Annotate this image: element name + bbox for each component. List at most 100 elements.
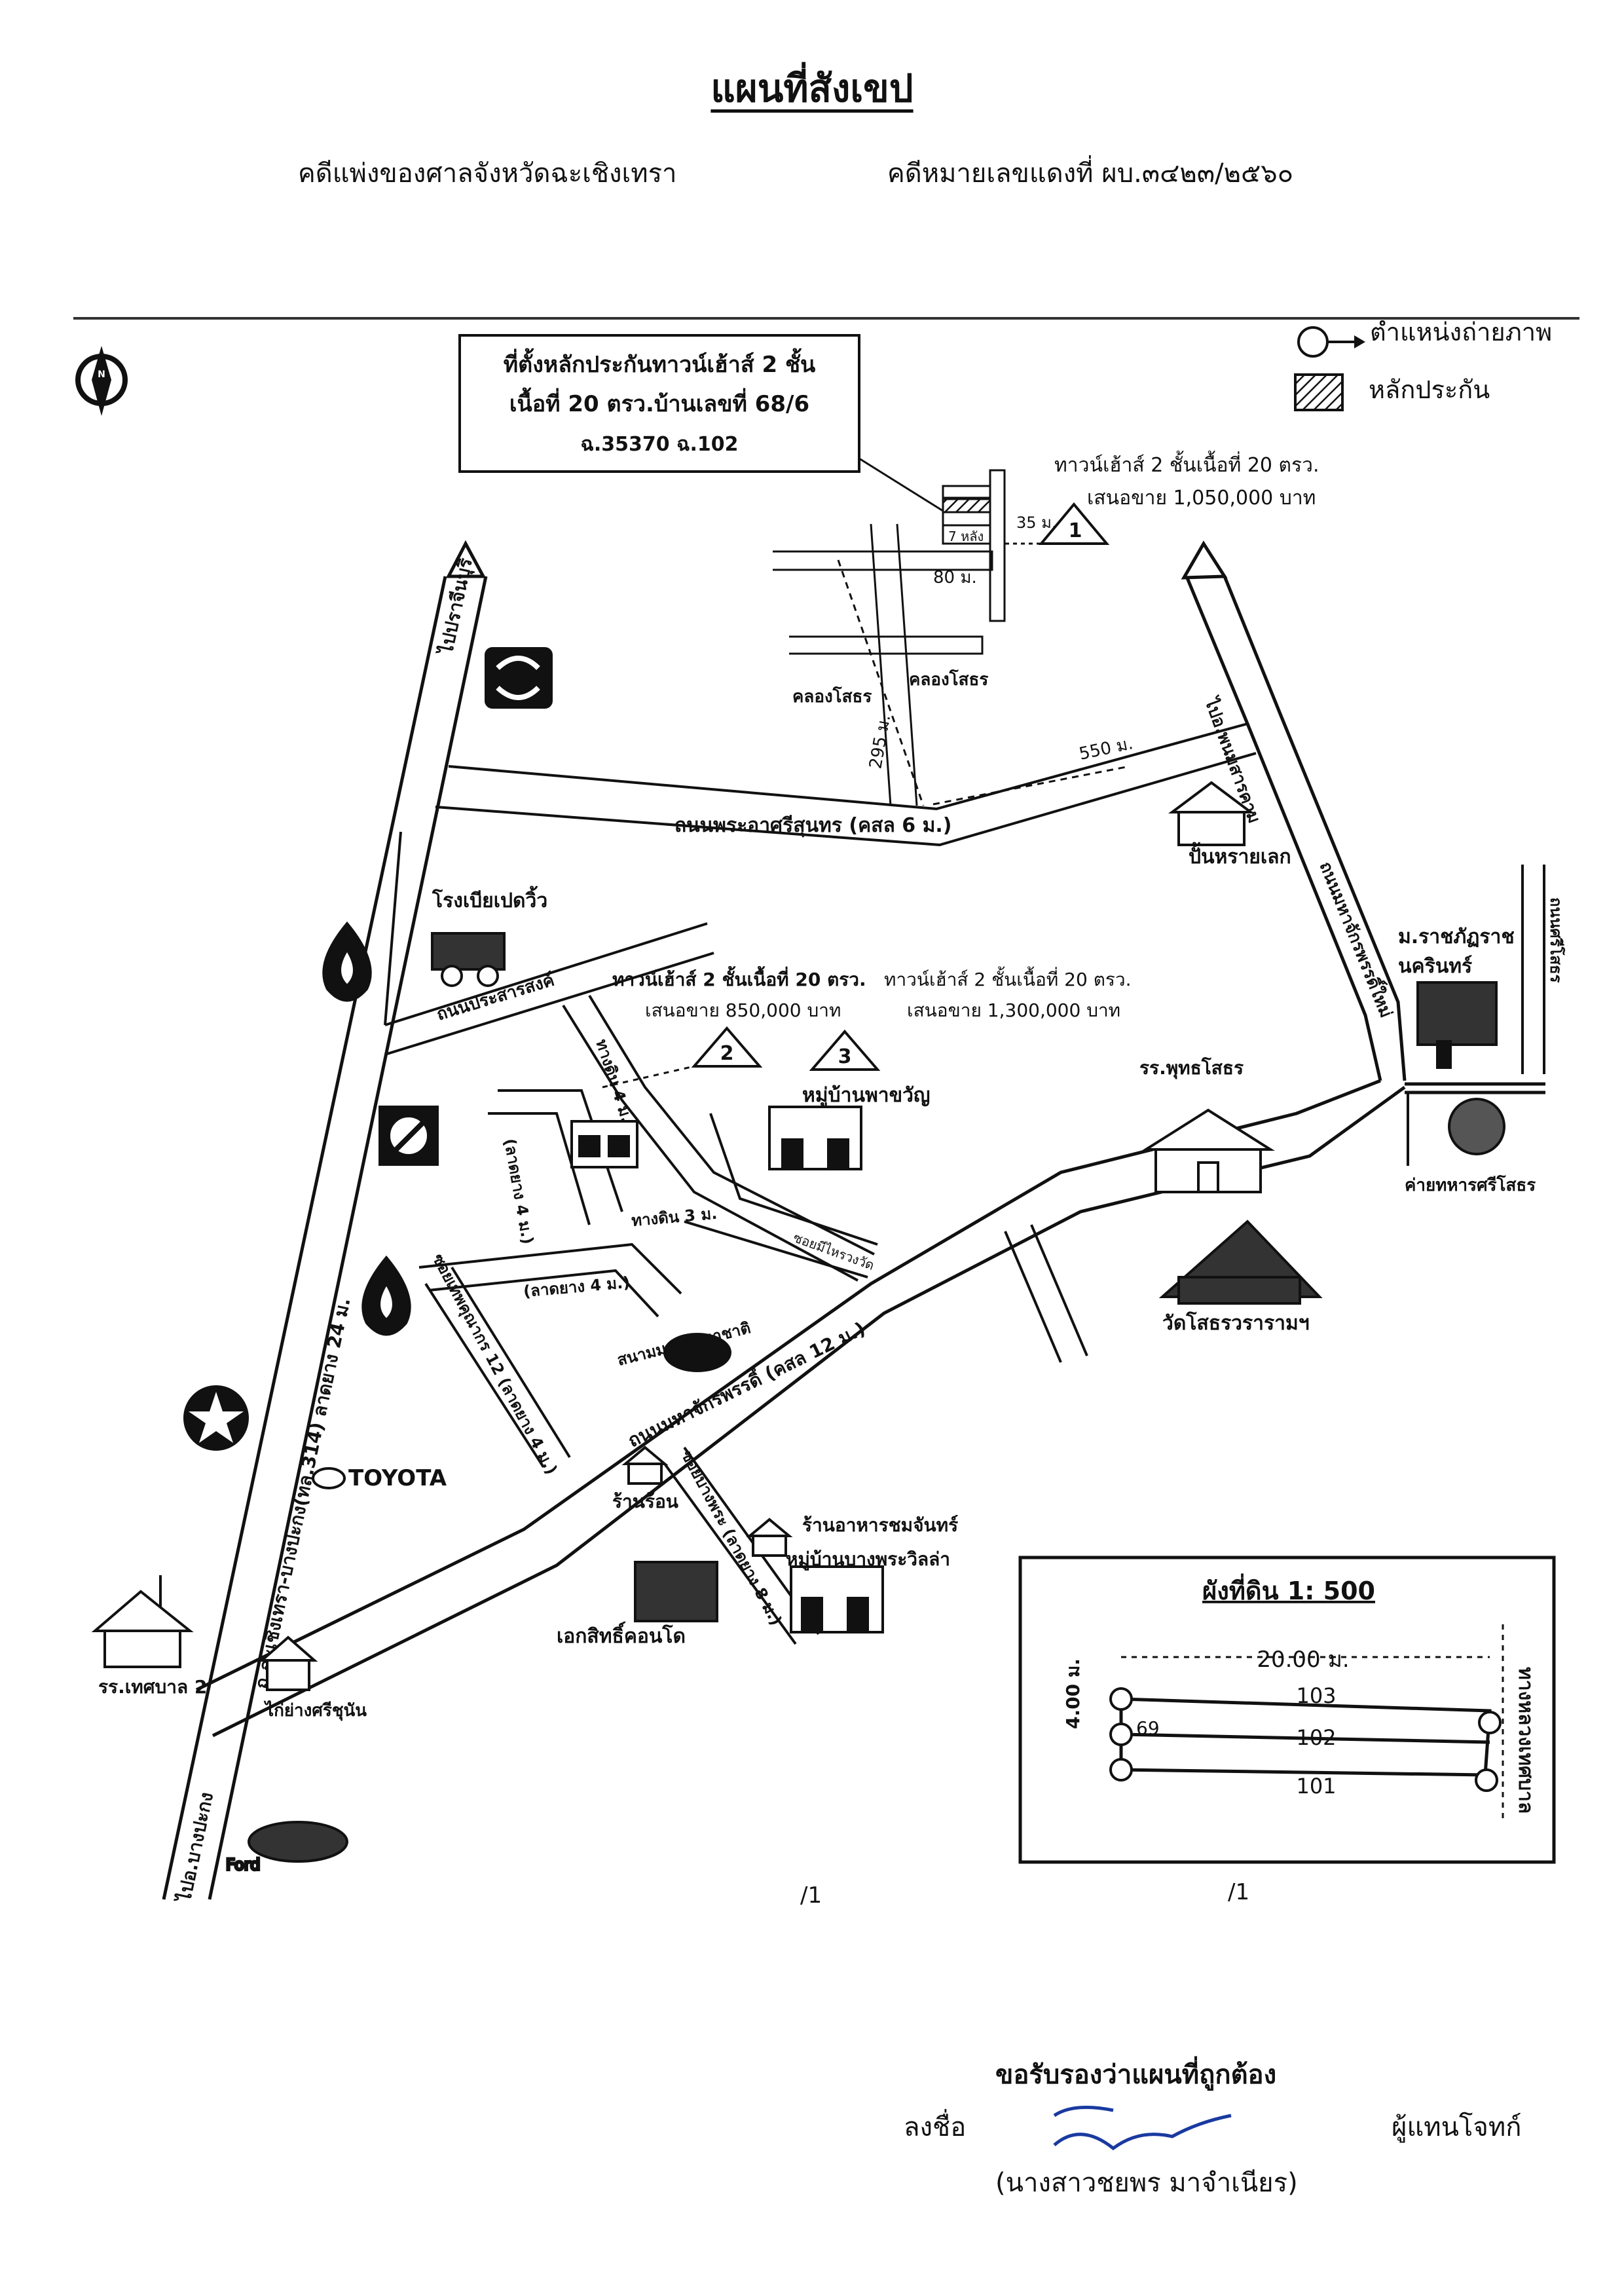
svg-text:20.00 ม.: 20.00 ม. (1257, 1647, 1349, 1673)
marker-1-icon (1038, 502, 1110, 545)
restaurant-icon (746, 1518, 793, 1557)
svg-text:Ford: Ford (226, 1856, 260, 1874)
temple-icon (1158, 1220, 1323, 1305)
svg-text:ถนนพระอาศรีสุนทร (คสล 6 ม.): ถนนพระอาศรีสุนทร (คสล 6 ม.) (674, 814, 951, 838)
svg-text:ทางหลวงเทศบาล: ทางหลวงเทศบาล (1514, 1667, 1537, 1814)
page-mark-right: /1 (1228, 1879, 1249, 1905)
flame-logo-icon-2 (361, 1255, 411, 1336)
signer-name: (นางสาวชยพร มาจำเนียร) (995, 2168, 1298, 2198)
svg-text:ร้านร้อน: ร้านร้อน (612, 1491, 678, 1512)
marker-3-icon (809, 1029, 881, 1071)
court-name: คดีแพ่งของศาลจังหวัดฉะเชิงเทรา (298, 159, 677, 189)
svg-text:เอกสิทธิ์คอนโด: เอกสิทธิ์คอนโด (557, 1621, 686, 1648)
svg-text:80 ม.: 80 ม. (933, 568, 977, 588)
handwritten-signature (1053, 2106, 1232, 2151)
svg-text:ปั้นหรายเลก: ปั้นหรายเลก (1189, 842, 1291, 868)
svg-text:TOYOTA: TOYOTA (348, 1465, 447, 1491)
flame-logo-icon-1 (322, 921, 372, 1002)
svg-text:เสนอขาย 850,000 บาท: เสนอขาย 850,000 บาท (645, 999, 841, 1021)
photo-position-icon (1297, 326, 1329, 358)
svg-text:35 ม.: 35 ม. (1016, 513, 1057, 532)
camp-icon (1448, 1098, 1505, 1155)
road-phraathit (435, 722, 1257, 847)
landmarks: Ford (91, 647, 1505, 1875)
far-right-road (1407, 865, 1545, 1166)
bank-logo-icon (485, 647, 553, 709)
gas-logo-icon (378, 1106, 439, 1166)
comparable-2: 2 ทาวน์เฮ้าส์ 2 ชั้นเนื้อที่ 20 ตรว. เสน… (602, 965, 866, 1089)
svg-text:คลองโสธร: คลองโสธร (792, 686, 872, 707)
school-icon-tesaban (91, 1575, 194, 1668)
certify-text: ขอรับรองว่าแผนที่ถูกต้อง (995, 2060, 1277, 2090)
svg-text:ทางดิน 4 ม.: ทางดิน 4 ม. (592, 1037, 636, 1125)
star-logo-icon (183, 1385, 249, 1451)
svg-text:550 ม.: 550 ม. (1077, 734, 1135, 764)
village-icon-bang (790, 1565, 884, 1633)
page-title: แผนที่สังเขป (710, 66, 913, 111)
svg-text:7 หลัง: 7 หลัง (948, 529, 984, 544)
north-arrow-icon: N (75, 346, 128, 416)
toyota-logo-icon (312, 1467, 346, 1489)
stadium-icon (663, 1333, 731, 1372)
svg-text:4.00 ม.: 4.00 ม. (1062, 1658, 1084, 1729)
sign-label: ลงชื่อ (904, 2112, 967, 2142)
svg-text:รร.เทศบาล 2: รร.เทศบาล 2 (98, 1676, 207, 1698)
svg-text:(ลาดยาง 4 ม.): (ลาดยาง 4 ม.) (500, 1137, 537, 1246)
svg-text:ผังที่ดิน 1: 500: ผังที่ดิน 1: 500 (1202, 1573, 1375, 1605)
road-right (1181, 540, 1407, 1081)
svg-text:3: 3 (838, 1045, 852, 1068)
shop-icon-chicken (258, 1635, 318, 1691)
svg-text:ทาวน์เฮ้าส์ 2 ชั้นเนื้อที่ 20: ทาวน์เฮ้าส์ 2 ชั้นเนื้อที่ 20 ตรว. (884, 966, 1132, 990)
svg-text:ไก่ย่างศรีชุนัน: ไก่ย่างศรีชุนัน (263, 1700, 367, 1721)
comparable-1: 1 ทาวน์เฮ้าส์ 2 ชั้นเนื้อที่ 20 ตรว. เสน… (1005, 451, 1320, 545)
case-number: คดีหมายเลขแดงที่ ผบ.๓๔๒๓/๒๕๖๐ (887, 159, 1294, 189)
svg-text:คลองโสธร: คลองโสธร (909, 669, 988, 690)
svg-text:2: 2 (720, 1042, 734, 1065)
comparable-3: 3 ทาวน์เฮ้าส์ 2 ชั้นเนื้อที่ 20 ตรว. เสน… (809, 966, 1132, 1071)
svg-text:101: 101 (1296, 1774, 1336, 1799)
local-roads (773, 523, 1130, 806)
svg-text:เนื้อที่ 20 ตรว.บ้านเลขที่ 68/: เนื้อที่ 20 ตรว.บ้านเลขที่ 68/6 (509, 387, 809, 417)
svg-text:295 ม.: 295 ม. (866, 713, 895, 770)
page-mark-left: /1 (800, 1882, 822, 1909)
signer-role: ผู้แทนโจทก์ (1392, 2112, 1522, 2142)
svg-text:ที่ตั้งหลักประกันทาวน์เฮ้าส์ 2: ที่ตั้งหลักประกันทาวน์เฮ้าส์ 2 ชั้น (504, 348, 816, 378)
road-prasarn (384, 831, 714, 1056)
university-icon (1416, 981, 1498, 1069)
condo-icon (634, 1561, 718, 1622)
ford-logo-icon (248, 1821, 348, 1863)
svg-text:ทาวน์เฮ้าส์ 2 ชั้นเนื้อที่ 20: ทาวน์เฮ้าส์ 2 ชั้นเนื้อที่ 20 ตรว. (1054, 451, 1320, 477)
collateral-block: 7 หลัง 35 ม. (942, 469, 1057, 622)
svg-text:หมู่บ้านบางพระวิลล่า: หมู่บ้านบางพระวิลล่า (786, 1548, 950, 1571)
school-icon-phuttha (1141, 1108, 1275, 1193)
collateral-hatch-icon (1294, 373, 1344, 411)
legend: ตำแหน่งถ่ายภาพ หลักประกัน (1294, 318, 1552, 411)
svg-text:1: 1 (1069, 519, 1082, 542)
parcel-plan: ผังที่ดิน 1: 500 20.00 ม. 103 102 101 69… (1018, 1556, 1556, 1864)
svg-text:69: 69 (1136, 1717, 1160, 1739)
svg-text:ม.ราชภัฏราช: ม.ราชภัฏราช (1398, 925, 1515, 948)
factory-icon (431, 932, 506, 987)
svg-text:ฉ.35370 ฉ.102: ฉ.35370 ฉ.102 (580, 433, 738, 456)
svg-text:ค่ายทหารศรีโสธร: ค่ายทหารศรีโสธร (1405, 1174, 1536, 1195)
svg-text:โรงเบียเปดวิ้ว: โรงเบียเปดวิ้ว (432, 886, 547, 912)
road-south (195, 1079, 1545, 1738)
svg-text:ร้านอาหารชมจันทร์: ร้านอาหารชมจันทร์ (802, 1514, 958, 1536)
village-icon-phaiwan (768, 1106, 862, 1170)
shop-icon-ron (621, 1446, 669, 1485)
legend-photo-label: ตำแหน่งถ่ายภาพ (1370, 318, 1552, 346)
marker-2-icon (691, 1026, 763, 1068)
svg-text:103: 103 (1296, 1683, 1336, 1708)
townhouse-icon-1 (570, 1120, 638, 1168)
svg-text:เสนอขาย 1,050,000 บาท: เสนอขาย 1,050,000 บาท (1087, 487, 1316, 510)
legend-collateral-label: หลักประกัน (1369, 375, 1490, 404)
svg-text:ถ.ฉะเชิงเทรา-บางปะกง(ทล.314) ล: ถ.ฉะเชิงเทรา-บางปะกง(ทล.314) ลาดยาง 24 ม… (251, 1296, 355, 1690)
svg-text:วัดโสธรวรารามฯ: วัดโสธรวรารามฯ (1162, 1311, 1310, 1335)
svg-text:ถนนศรีโสธร: ถนนศรีโสธร (1547, 897, 1566, 983)
house-icon-bunhaisak (1168, 781, 1255, 846)
svg-text:หมู่บ้านพาขวัญ: หมู่บ้านพาขวัญ (802, 1084, 930, 1108)
svg-text:102: 102 (1296, 1725, 1336, 1750)
svg-text:ทางดิน 3 ม.: ทางดิน 3 ม. (631, 1204, 718, 1230)
svg-text:นครินทร์: นครินทร์ (1398, 955, 1472, 978)
